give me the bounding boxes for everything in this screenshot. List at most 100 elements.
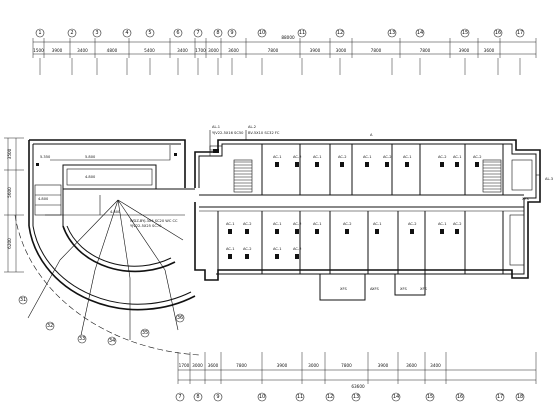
bottom-grid-label: 12: [327, 394, 333, 400]
curved-grid-bubble: [45, 321, 55, 331]
top-grid-label: 6: [176, 30, 179, 36]
rotunda-dim-4: 4.800: [85, 175, 96, 179]
top-span-dim: 3600: [228, 48, 239, 53]
bottom-grid-label: 13: [353, 394, 359, 400]
bottom-grid-label: 14: [393, 394, 399, 400]
room-tag: XFS: [522, 197, 529, 201]
ac-unit-tag: AC-1: [363, 155, 372, 159]
top-span-dim: 3900: [52, 48, 63, 53]
curved-grid-bubble: [77, 334, 87, 344]
top-grid-label: 16: [495, 30, 501, 36]
bottom-grid-bubble: [455, 392, 465, 402]
top-grid-bubble: [213, 28, 223, 38]
left-span-dim: 6200: [7, 238, 12, 249]
bottom-grid-label: 8: [196, 394, 199, 400]
top-grid-label: 12: [337, 30, 343, 36]
top-grid-bubble: [227, 28, 237, 38]
ac-unit-tag: AC-2: [243, 247, 252, 251]
ac-unit-symbol: [375, 229, 379, 234]
ac-unit-tag: AC-2: [438, 155, 447, 159]
panel-tag-1: AL-1: [212, 125, 220, 129]
ac-unit-tag: AC-1: [438, 222, 447, 226]
ac-unit-tag: AC-2: [383, 155, 392, 159]
bottom-overall-dimension: 63600: [351, 384, 365, 389]
bottom-span-dim: 7800: [236, 363, 247, 368]
ac-unit-symbol: [295, 162, 299, 167]
top-grid-bubble: [415, 28, 425, 38]
ac-unit-tag: AC-2: [408, 222, 417, 226]
top-grid-label: 1: [38, 30, 41, 36]
top-grid-bubble: [92, 28, 102, 38]
rotunda-dim-2: 5.800: [85, 155, 96, 159]
ac-unit-symbol: [275, 162, 279, 167]
curved-grid-label: 36: [177, 315, 183, 321]
ac-unit-symbol: [295, 229, 299, 234]
bottom-grid-bubble: [515, 392, 525, 402]
top-span-dim: 3400: [177, 48, 188, 53]
rotunda-dim-5: 4.800: [110, 210, 121, 214]
top-grid-bubble: [193, 28, 203, 38]
bottom-span-dim: 7800: [341, 363, 352, 368]
panel-tag-2: AL-2: [248, 125, 256, 129]
left-span-dim: 5600: [7, 187, 12, 198]
top-overall-dimension: 88000: [281, 35, 295, 40]
bottom-grid-bubble: [193, 392, 203, 402]
feeder-note-3: WDZ-BYJ-3X4 SC20 WC CC: [130, 219, 178, 223]
ac-unit-symbol: [315, 229, 319, 234]
bottom-grid-bubble: [295, 392, 305, 402]
ac-unit-symbol: [440, 229, 444, 234]
ac-unit-symbol: [295, 254, 299, 259]
top-span-dim: 3900: [310, 48, 321, 53]
feeder-note-2: BV-5X10 SC32 FC: [248, 131, 280, 135]
curved-grid-bubble: [18, 295, 28, 305]
ac-unit-tag: AC-2: [343, 222, 352, 226]
top-span-dim: 3900: [459, 48, 470, 53]
room-tag: XFS: [340, 287, 347, 291]
top-span-dim: 1500: [33, 48, 44, 53]
top-span-dim: 5400: [144, 48, 155, 53]
ac-unit-tag: AC-1: [313, 155, 322, 159]
ac-unit-symbol: [405, 162, 409, 167]
bottom-grid-label: 15: [427, 394, 433, 400]
ac-unit-symbol: [245, 229, 249, 234]
ac-unit-tag: AC-1: [273, 222, 282, 226]
top-span-dim: 3000: [336, 48, 347, 53]
bottom-grid-label: 18: [517, 394, 523, 400]
ac-unit-tag: AC-1: [313, 222, 322, 226]
top-grid-label: 14: [417, 30, 423, 36]
ac-unit-tag: AC-2: [453, 222, 462, 226]
bottom-span-dim: 3000: [192, 363, 203, 368]
top-span-dim: 7800: [268, 48, 279, 53]
bottom-grid-label: 10: [259, 394, 265, 400]
top-span-dim: 4800: [107, 48, 118, 53]
panel-tag-3: AL-3: [545, 177, 553, 181]
ac-unit-tag: AC-1: [453, 155, 462, 159]
ac-unit-symbol: [275, 254, 279, 259]
top-grid-label: 8: [216, 30, 219, 36]
ac-unit-symbol: [340, 162, 344, 167]
top-grid-label: 2: [70, 30, 73, 36]
top-span-dim: 7800: [371, 48, 382, 53]
curved-grid-label: 31: [20, 297, 26, 303]
top-grid-label: 7: [196, 30, 199, 36]
bottom-grid-label: 16: [457, 394, 463, 400]
top-grid-label: 5: [148, 30, 151, 36]
bottom-span-dim: 3900: [378, 363, 389, 368]
curved-grid-label: 34: [109, 338, 115, 344]
bottom-grid-bubble: [391, 392, 401, 402]
bottom-grid-bubble: [325, 392, 335, 402]
top-grid-bubble: [515, 28, 525, 38]
bottom-grid-bubble: [213, 392, 223, 402]
top-grid-bubble: [145, 28, 155, 38]
ac-unit-symbol: [275, 229, 279, 234]
ac-unit-tag: AC-2: [293, 155, 302, 159]
top-grid-bubble: [35, 28, 45, 38]
ac-unit-tag: AC-1: [403, 155, 412, 159]
ac-unit-tag: AC-1: [273, 247, 282, 251]
curved-grid-bubble: [140, 328, 150, 338]
top-grid-label: 11: [299, 30, 305, 36]
bottom-grid-label: 9: [216, 394, 219, 400]
room-tag: XFS: [420, 287, 427, 291]
